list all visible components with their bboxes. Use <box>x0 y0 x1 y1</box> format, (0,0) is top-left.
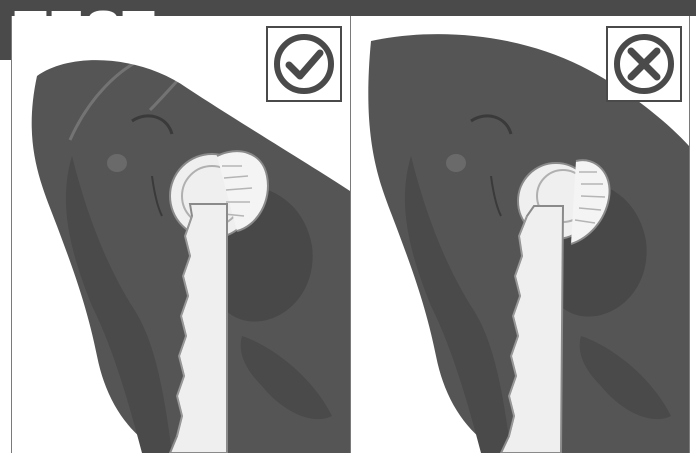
correct-badge <box>266 26 342 102</box>
check-circle-icon <box>274 34 334 94</box>
incorrect-positioning-illustration <box>368 34 689 453</box>
correct-positioning-illustration <box>31 60 350 453</box>
x-circle-icon <box>614 34 674 94</box>
incorrect-badge <box>606 26 682 102</box>
